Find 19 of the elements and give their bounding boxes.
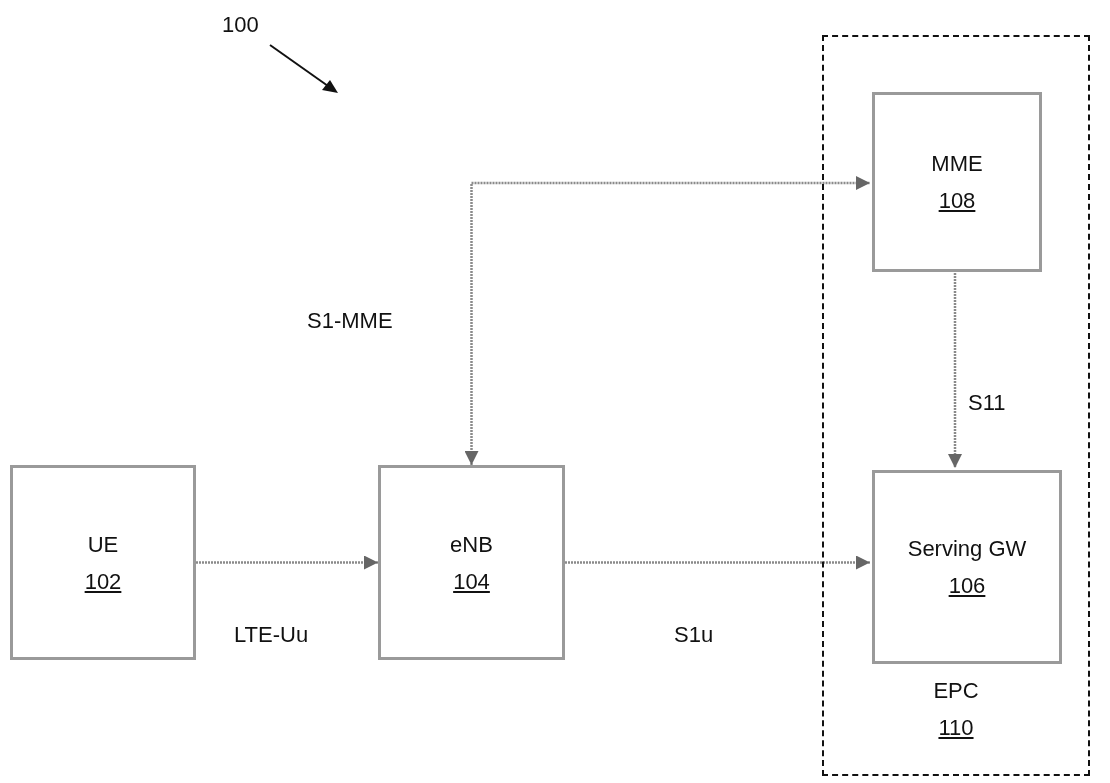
component-box <box>872 470 1062 664</box>
connector-arrow <box>464 176 870 465</box>
component-name: eNB <box>450 530 493 559</box>
reference-number: 108 <box>938 187 976 215</box>
component-name: MME <box>931 150 983 178</box>
component-box <box>378 465 565 660</box>
reference-number: 110 <box>938 714 974 742</box>
reference-number: 102 <box>84 567 122 596</box>
component-name: UE <box>87 530 119 559</box>
component-box <box>872 92 1042 272</box>
connector-arrow <box>948 270 962 468</box>
component-box <box>10 465 196 660</box>
connector-arrow <box>196 555 378 570</box>
reference-number: 106 <box>948 572 986 600</box>
reference-number: 104 <box>453 567 490 596</box>
component-name: Serving GW <box>907 535 1027 563</box>
component-name: EPC <box>933 677 979 705</box>
dashed-group-box <box>822 35 1090 776</box>
connector-arrow <box>565 555 870 570</box>
